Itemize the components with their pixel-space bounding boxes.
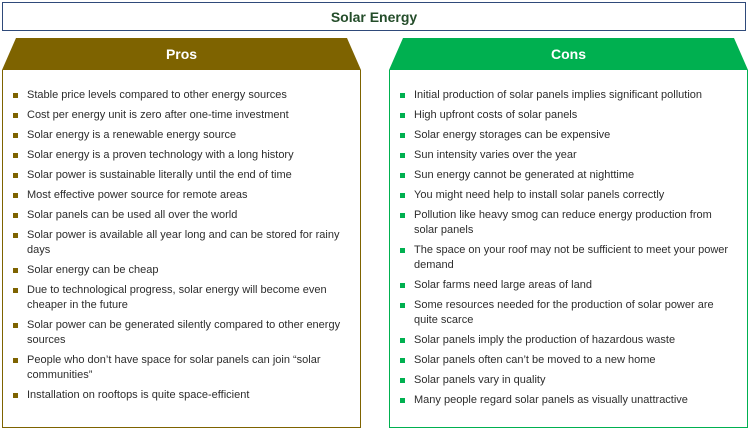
cons-item: Solar panels imply the production of haz…	[400, 333, 737, 348]
cons-item: Solar panels often can’t be moved to a n…	[400, 353, 737, 368]
cons-header: Cons	[389, 38, 748, 70]
cons-list: Initial production of solar panels impli…	[400, 88, 737, 408]
pros-item: Due to technological progress, solar ene…	[13, 283, 350, 313]
pros-item: Installation on rooftops is quite space-…	[13, 388, 350, 403]
pros-item: Solar energy is a proven technology with…	[13, 148, 350, 163]
cons-item: Initial production of solar panels impli…	[400, 88, 737, 103]
cons-item: Solar farms need large areas of land	[400, 278, 737, 293]
cons-panel: Initial production of solar panels impli…	[389, 70, 748, 428]
cons-item: Some resources needed for the production…	[400, 298, 737, 328]
pros-item: Stable price levels compared to other en…	[13, 88, 350, 103]
pros-item: Solar power is available all year long a…	[13, 228, 350, 258]
pros-item: Solar energy can be cheap	[13, 263, 350, 278]
pros-item: Solar power can be generated silently co…	[13, 318, 350, 348]
cons-item: Solar energy storages can be expensive	[400, 128, 737, 143]
page-title-box: Solar Energy	[2, 2, 746, 31]
cons-item: Many people regard solar panels as visua…	[400, 393, 737, 408]
pros-item: People who don’t have space for solar pa…	[13, 353, 350, 383]
cons-item: Sun energy cannot be generated at nightt…	[400, 168, 737, 183]
cons-item: You might need help to install solar pan…	[400, 188, 737, 203]
cons-item: High upfront costs of solar panels	[400, 108, 737, 123]
pros-item: Solar panels can be used all over the wo…	[13, 208, 350, 223]
cons-item: The space on your roof may not be suffic…	[400, 243, 737, 273]
pros-item: Solar power is sustainable literally unt…	[13, 168, 350, 183]
cons-item: Pollution like heavy smog can reduce ene…	[400, 208, 737, 238]
pros-item: Solar energy is a renewable energy sourc…	[13, 128, 350, 143]
pros-panel: Stable price levels compared to other en…	[2, 70, 361, 428]
page-title: Solar Energy	[330, 8, 418, 25]
cons-item: Solar panels vary in quality	[400, 373, 737, 388]
pros-item: Most effective power source for remote a…	[13, 188, 350, 203]
pros-item: Cost per energy unit is zero after one-t…	[13, 108, 350, 123]
pros-header: Pros	[2, 38, 361, 70]
cons-item: Sun intensity varies over the year	[400, 148, 737, 163]
pros-column: Pros Stable price levels compared to oth…	[2, 38, 361, 428]
cons-heading: Cons	[551, 46, 586, 62]
pros-heading: Pros	[165, 46, 198, 62]
pros-list: Stable price levels compared to other en…	[13, 88, 350, 403]
cons-column: Cons Initial production of solar panels …	[389, 38, 748, 428]
